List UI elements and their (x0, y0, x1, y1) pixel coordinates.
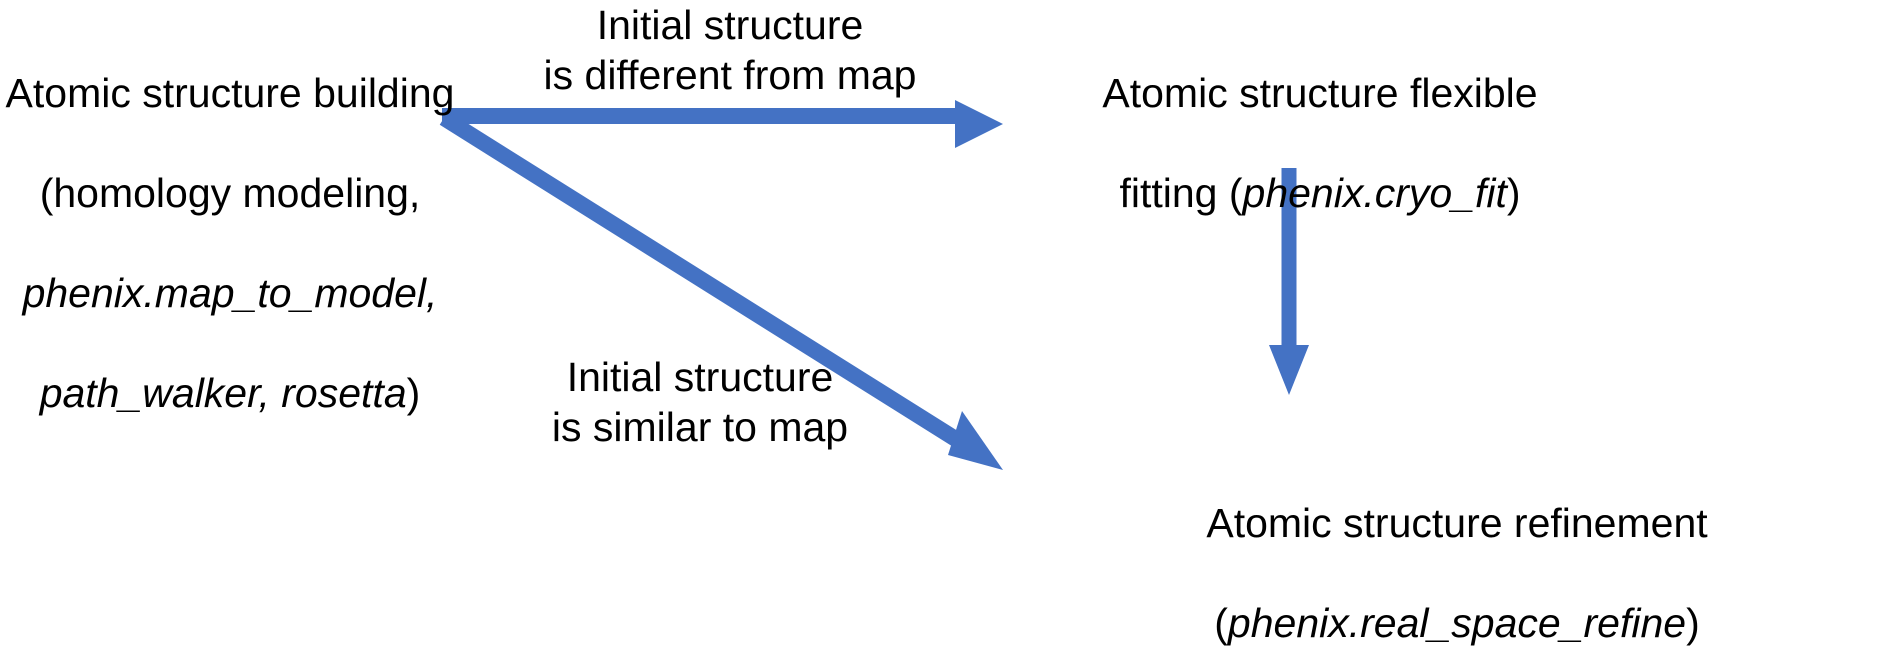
node-atomic-structure-flexible-fitting: Atomic structure flexible fitting (pheni… (1070, 18, 1570, 268)
edge-label-similar-line-2: is similar to map (551, 404, 849, 451)
node-refinement-program: phenix.real_space_refine (1227, 600, 1687, 647)
node-refinement-line-1: Atomic structure refinement (1206, 500, 1708, 547)
node-building-line-1: Atomic structure building (5, 70, 455, 117)
edge-label-different-line-2: is different from map (543, 52, 917, 99)
node-flexible-fitting-line-2-pre: fitting ( (1119, 170, 1243, 217)
node-atomic-structure-refinement: Atomic structure refinement (phenix.real… (1030, 448, 1884, 662)
node-refinement-line-2-post: ) (1686, 600, 1700, 647)
node-building-line-2: (homology modeling, (39, 170, 421, 217)
node-flexible-fitting-program: phenix.cryo_fit (1242, 170, 1507, 217)
edge-label-is-similar-to-map: Initial structure is similar to map (520, 352, 880, 452)
node-building-line-4: path_walker, rosetta) (0, 368, 460, 418)
node-flexible-fitting-line-1: Atomic structure flexible (1102, 70, 1538, 117)
node-building-line-4-tail: ) (406, 370, 421, 417)
node-flexible-fitting-line-2-post: ) (1506, 170, 1521, 217)
node-atomic-structure-building: Atomic structure building (homology mode… (0, 18, 460, 468)
node-building-line-4-italic: path_walker, rosetta (39, 370, 407, 417)
arrow-building-to-flexible-fitting (442, 100, 1003, 148)
edge-label-different-line-1: Initial structure (596, 2, 864, 48)
edge-label-similar-line-1: Initial structure (566, 354, 834, 400)
node-building-line-3: phenix.map_to_model, (0, 268, 460, 318)
node-refinement-line-2-pre: ( (1214, 600, 1228, 647)
node-building-line-3-italic: phenix.map_to_model, (22, 270, 438, 317)
node-flexible-fitting-line-2: fitting (phenix.cryo_fit) (1070, 168, 1570, 218)
node-refinement-line-2: (phenix.real_space_refine) (1030, 598, 1884, 648)
edge-label-is-different-from-map: Initial structure is different from map (530, 0, 930, 100)
